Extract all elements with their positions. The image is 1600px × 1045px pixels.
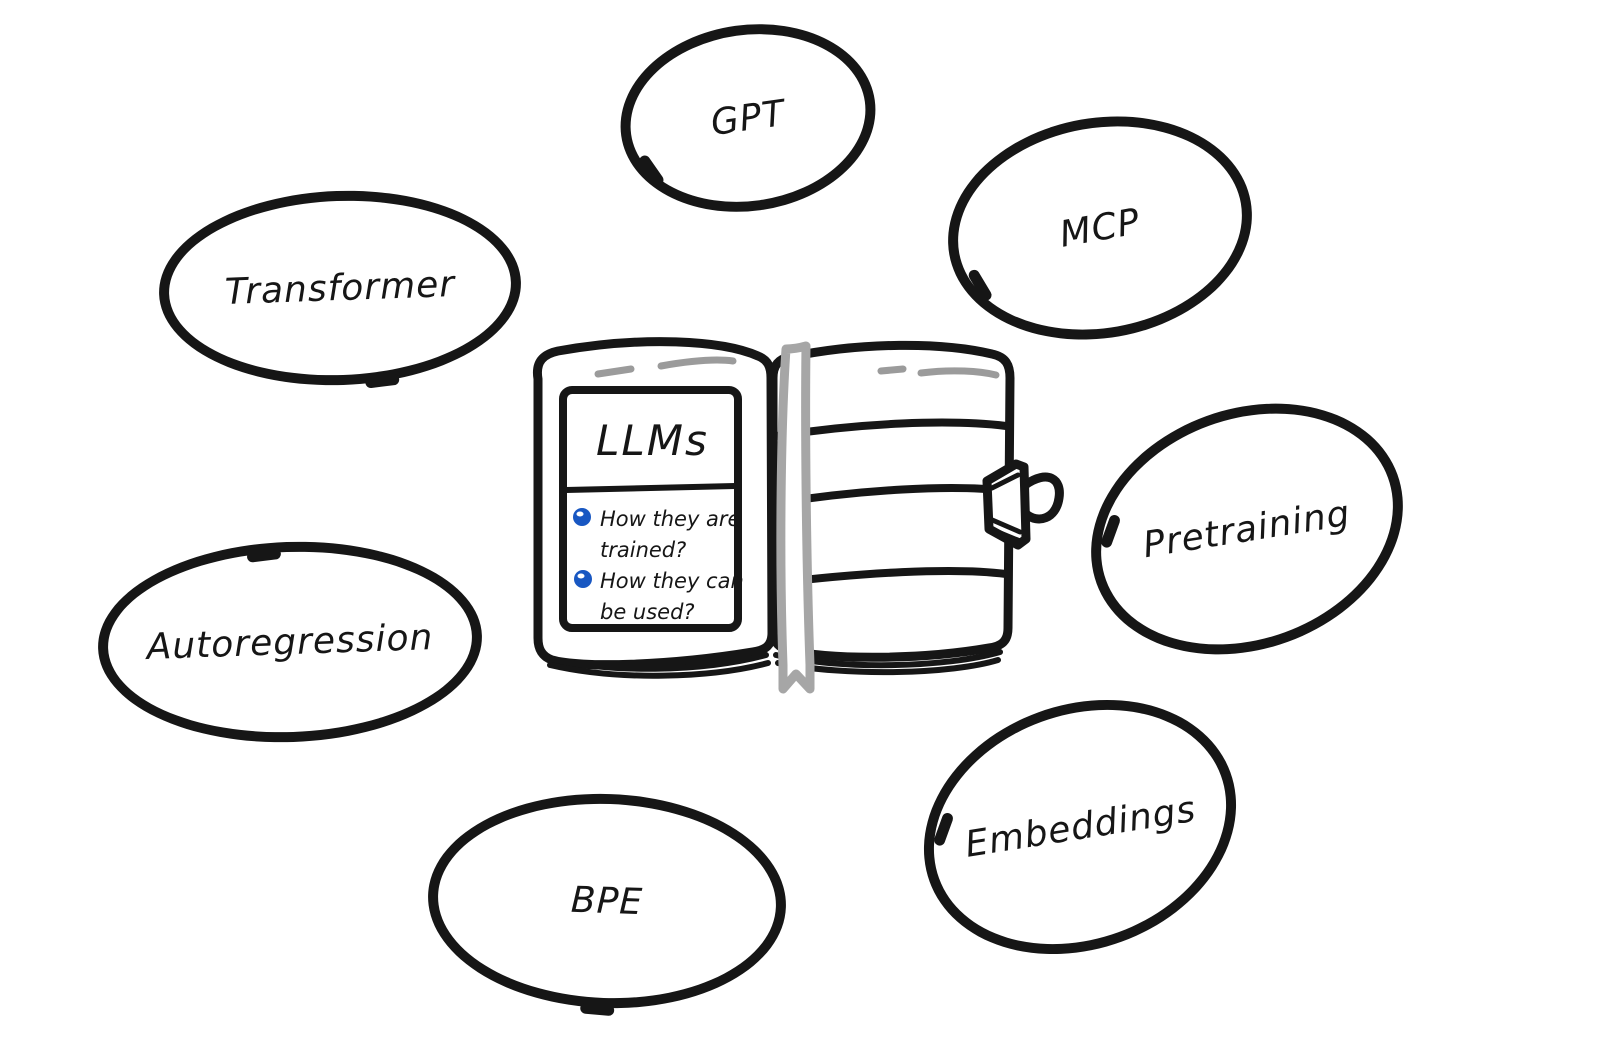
- binder-clip-icon: [982, 459, 1064, 550]
- stroke-overlap: [246, 547, 282, 563]
- bookmark-ribbon-icon: [776, 341, 815, 694]
- panel-frame: [559, 386, 742, 632]
- stroke-overlap: [579, 1002, 615, 1017]
- notes-panel: LLMs How they are trained? How they can …: [559, 386, 744, 632]
- topic-label-mcp: MCP: [1056, 200, 1144, 256]
- page-top-dashes: [594, 356, 1000, 379]
- bullet-highlight: [576, 511, 584, 517]
- topic-label-autoregression: Autoregression: [146, 616, 434, 668]
- bullet-1-line-2: trained?: [600, 538, 686, 562]
- topic-label-gpt: GPT: [708, 92, 788, 144]
- stroke-overlap: [364, 373, 400, 389]
- bullet-highlight: [577, 573, 585, 579]
- topic-ellipse-transformer: Transformer: [155, 184, 525, 392]
- topic-label-pretraining: Pretraining: [1140, 492, 1354, 566]
- topic-ellipse-bpe: BPE: [424, 787, 790, 1017]
- bullet-2-line-1: How they can: [600, 569, 744, 593]
- clip-handle: [1020, 472, 1064, 524]
- topic-ellipse-mcp: MCP: [930, 93, 1270, 363]
- topic-ellipse-gpt: GPT: [608, 8, 888, 228]
- stroke-overlap: [932, 811, 955, 848]
- stroke-overlap: [966, 267, 994, 303]
- notebook-title: LLMs: [596, 416, 709, 465]
- bullet-icon: [573, 508, 591, 526]
- topic-label-bpe: BPE: [570, 879, 644, 923]
- panel-divider: [563, 483, 738, 493]
- topic-ellipse-autoregression: Autoregression: [94, 535, 486, 749]
- notebook-illustration: LLMs How they are trained? How they can …: [532, 337, 1064, 694]
- bullet-2-line-2: be used?: [600, 600, 695, 624]
- stroke-overlap: [637, 153, 666, 188]
- topic-ellipse-pretraining: Pretraining: [1055, 361, 1439, 697]
- bullet-icon: [574, 570, 592, 588]
- bullet-1-line-1: How they are: [600, 507, 740, 531]
- stroke-overlap: [1099, 513, 1122, 550]
- topic-label-embeddings: Embeddings: [961, 788, 1199, 866]
- topic-label-transformer: Transformer: [224, 263, 456, 313]
